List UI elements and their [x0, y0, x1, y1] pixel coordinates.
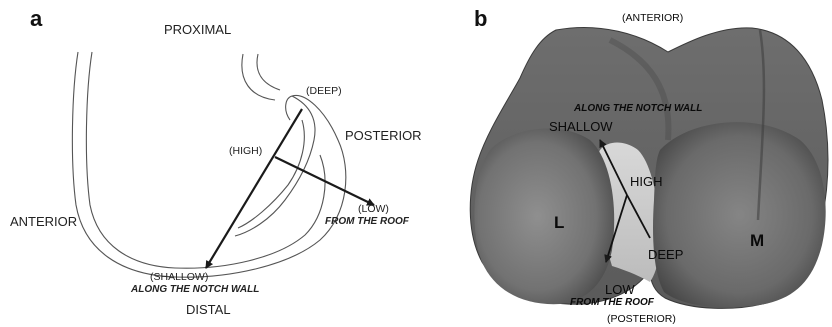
label-high-b: HIGH — [630, 174, 663, 189]
inner-contour — [86, 52, 325, 268]
label-anterior: ANTERIOR — [10, 214, 77, 229]
femur-photo — [470, 27, 828, 308]
label-shallow: (SHALLOW) — [150, 271, 208, 283]
notch-wall-inner — [238, 120, 304, 228]
panel-b: b (ANTERIOR) ALONG THE NOTCH WALL SHALLO… — [470, 6, 828, 325]
label-along-notch-wall-b: ALONG THE NOTCH WALL — [573, 103, 702, 114]
label-medial-condyle: M — [750, 231, 764, 250]
label-posterior-b: (POSTERIOR) — [607, 313, 676, 325]
label-shallow-b: SHALLOW — [549, 119, 613, 134]
label-posterior: POSTERIOR — [345, 128, 422, 143]
label-from-the-roof: FROM THE ROOF — [325, 216, 410, 227]
label-low-b: LOW — [605, 282, 635, 297]
panel-a-letter: a — [30, 6, 43, 31]
lateral-condyle — [474, 129, 614, 305]
label-lateral-condyle: L — [554, 213, 564, 232]
label-deep: (DEEP) — [306, 85, 342, 97]
label-along-notch-wall: ALONG THE NOTCH WALL — [130, 284, 259, 295]
label-from-the-roof-b: FROM THE ROOF — [570, 297, 655, 308]
notch-wall — [235, 96, 315, 236]
condyle-outline — [72, 52, 345, 277]
label-proximal: PROXIMAL — [164, 22, 231, 37]
label-low: (LOW) — [358, 203, 389, 215]
notch-roof-outer — [242, 54, 275, 100]
notch-roof-inner — [257, 54, 280, 90]
medial-condyle — [653, 122, 826, 307]
panel-b-letter: b — [474, 6, 487, 31]
label-deep-b: DEEP — [648, 247, 683, 262]
label-anterior-b: (ANTERIOR) — [622, 12, 683, 24]
arrow-from-the-roof — [275, 157, 374, 205]
outer-contour — [72, 52, 345, 277]
label-distal: DISTAL — [186, 302, 231, 317]
arrow-along-notch-wall — [206, 109, 302, 268]
panel-a: a PROXIMAL DISTAL ANTERIOR POSTERIOR (DE… — [10, 6, 422, 317]
label-high: (HIGH) — [229, 145, 262, 157]
